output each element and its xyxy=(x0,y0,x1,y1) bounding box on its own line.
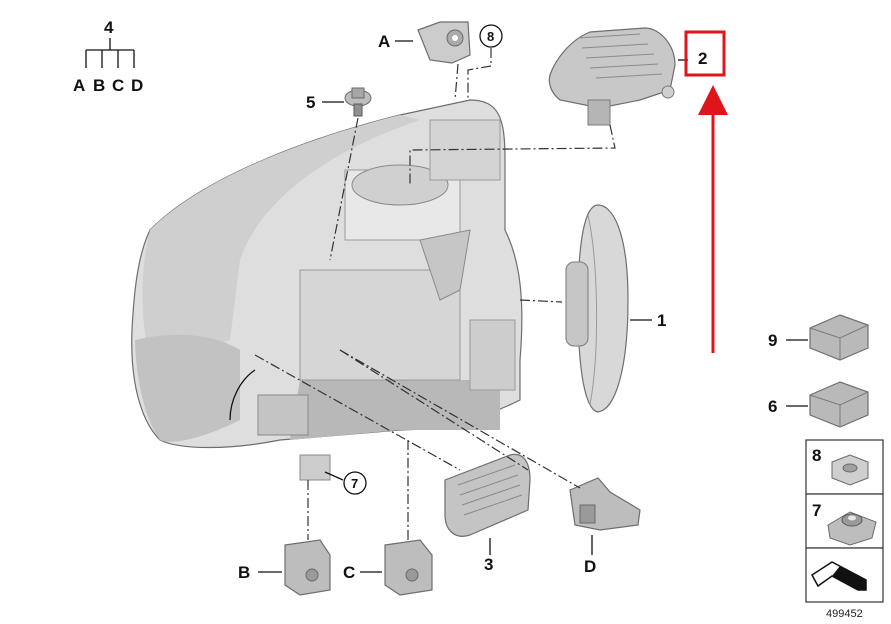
legend-panel: 8 7 xyxy=(805,439,884,603)
label-3: 3 xyxy=(484,555,493,574)
part-9-pad xyxy=(809,314,869,361)
part-1-ring xyxy=(565,204,629,413)
label-a: A xyxy=(378,32,390,51)
label-tree-b: B xyxy=(93,76,105,95)
label-1: 1 xyxy=(657,311,666,330)
grommet-icon xyxy=(827,511,877,546)
circled-7: 7 xyxy=(351,476,358,491)
label-c: C xyxy=(343,563,355,582)
label-tree-a: A xyxy=(73,76,85,95)
label-4: 4 xyxy=(104,18,114,37)
dash-line-8 xyxy=(467,48,492,100)
highlight-box-2 xyxy=(684,30,726,77)
label-tree-c: C xyxy=(112,76,124,95)
label-2: 2 xyxy=(698,49,707,68)
label-tree-d: D xyxy=(131,76,143,95)
part-3-control-unit xyxy=(444,453,531,537)
dash-line-a xyxy=(454,63,459,101)
part-6-pad xyxy=(809,381,869,428)
legend-label-7: 7 xyxy=(812,501,821,520)
dash-line-1 xyxy=(519,299,563,303)
part-b-bracket xyxy=(284,539,331,596)
part-c-bracket xyxy=(384,539,433,596)
mounting-symbol-icon xyxy=(811,561,867,591)
label-5: 5 xyxy=(306,93,315,112)
part-5-screw xyxy=(344,87,372,117)
headlight-housing xyxy=(131,99,523,481)
dash-lines-3 xyxy=(254,349,529,471)
label-9: 9 xyxy=(768,331,777,350)
dash-line-d xyxy=(339,349,581,489)
part-a-bracket xyxy=(417,21,471,64)
label-b: B xyxy=(238,563,250,582)
diagram-number: 499452 xyxy=(826,608,863,620)
part-2-module xyxy=(548,27,676,126)
label-6: 6 xyxy=(768,397,777,416)
dash-line-5 xyxy=(329,117,359,261)
label-d: D xyxy=(584,557,596,576)
part-hierarchy-tree: 4 A B C D xyxy=(73,18,143,95)
clip-nut-icon xyxy=(831,454,869,486)
legend-label-8: 8 xyxy=(812,446,821,465)
dash-line-2 xyxy=(409,124,616,185)
circled-8-top: 8 xyxy=(487,29,494,44)
part-d-bracket xyxy=(569,477,641,531)
